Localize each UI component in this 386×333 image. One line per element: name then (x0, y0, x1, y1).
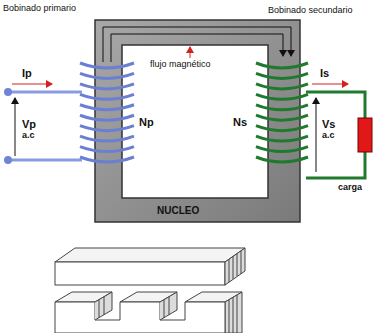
current-arrow (12, 83, 348, 84)
turns-label: Ns (233, 116, 247, 128)
ac-label: a.c (322, 131, 335, 141)
primary-terminal (4, 88, 12, 96)
primary-coil (80, 84, 134, 89)
lamination-i (55, 248, 245, 262)
flux-line (111, 34, 283, 62)
turns-label: Np (139, 116, 154, 128)
flux-label: flujo magnético (150, 60, 211, 70)
secondary-coil (256, 94, 308, 99)
primary-coil (80, 94, 134, 99)
load-resistor (358, 118, 372, 152)
lamination-e (99, 300, 100, 318)
lamination-i (225, 248, 245, 285)
lamination-e (225, 292, 242, 333)
secondary-wire (306, 92, 365, 118)
primary-coil (80, 136, 134, 141)
primary-coil (80, 63, 134, 162)
primary-coil (80, 147, 134, 152)
secondary-coil (256, 73, 308, 78)
lamination-e (160, 292, 177, 320)
primary-wire (8, 92, 82, 160)
lamination-i (237, 254, 238, 276)
lamination-e (237, 295, 238, 333)
flux-pointer (190, 47, 191, 58)
secondary-coil (256, 115, 308, 120)
current-arrow (312, 83, 348, 84)
primary-coil (80, 157, 134, 162)
primary-coil (80, 73, 134, 78)
voltage-arrow (316, 98, 317, 172)
secondary-coil (256, 105, 308, 110)
secondary-coil (256, 136, 308, 141)
primary-wire (8, 91, 82, 94)
lamination-e (229, 300, 230, 333)
lamination-e (95, 292, 112, 320)
lamination-i (229, 259, 230, 282)
lamination-e (164, 300, 165, 318)
core-label: NUCLEO (157, 205, 199, 216)
lamination-i (55, 248, 245, 285)
primary-coil (80, 105, 134, 110)
lamination-i (55, 262, 225, 285)
ac-label: a.c (22, 131, 35, 141)
secondary-coil (256, 147, 308, 152)
lamination-e (233, 297, 234, 333)
voltage-label: Vs (322, 118, 335, 130)
primary-terminal (4, 156, 12, 164)
lamination-i (241, 251, 242, 274)
iron-core (95, 20, 300, 222)
lamination-e (169, 297, 170, 315)
primary-terminal (4, 88, 12, 164)
voltage-arrow (15, 98, 316, 172)
lamination-i (233, 256, 234, 279)
secondary-wire (306, 152, 365, 178)
secondary-coil (256, 63, 308, 162)
current-arrow (12, 83, 52, 84)
winding-title: Bobinado secundario (268, 6, 353, 16)
secondary-coil (256, 84, 308, 89)
lamination-e (104, 297, 105, 315)
load-label: carga (338, 183, 362, 193)
load-resistor (358, 118, 372, 152)
primary-coil (80, 63, 134, 68)
flux-line (103, 27, 291, 62)
voltage-arrow (15, 98, 16, 156)
secondary-wire (306, 92, 365, 178)
secondary-coil (256, 157, 308, 162)
primary-coil (80, 115, 134, 120)
lamination-e (55, 292, 242, 333)
iron-core (95, 20, 300, 222)
winding-title: Bobinado primario (3, 4, 76, 14)
flux-line (103, 27, 291, 62)
current-label: Is (320, 67, 329, 79)
primary-coil (80, 126, 134, 131)
current-label: Ip (22, 67, 32, 79)
primary-wire (8, 159, 82, 162)
voltage-label: Vp (22, 118, 36, 130)
secondary-coil (256, 126, 308, 131)
flux-pointer (190, 47, 191, 58)
lamination-e (55, 302, 225, 333)
secondary-coil (256, 63, 308, 68)
